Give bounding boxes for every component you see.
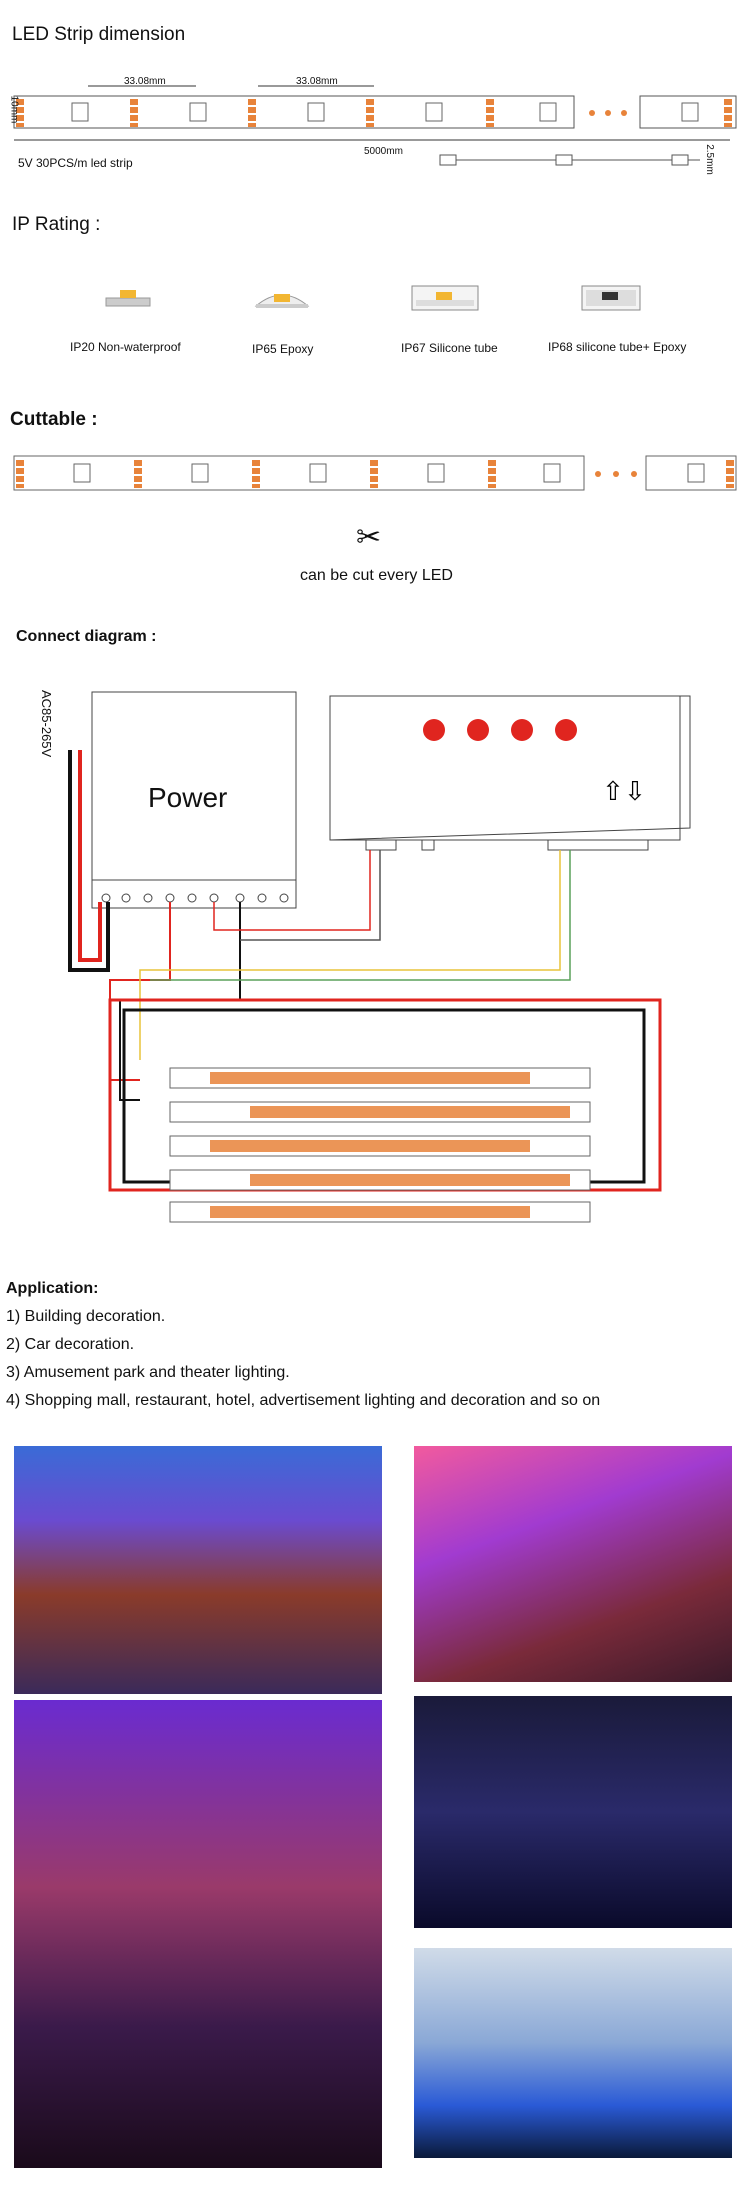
- section-title-application: Application:: [6, 1280, 99, 1297]
- pitch-label-left: 33.08mm: [124, 76, 166, 87]
- section-title-connect: Connect diagram :: [16, 628, 157, 645]
- application-item-1: 1) Building decoration.: [6, 1308, 166, 1325]
- ip68-label: IP68 silicone tube+ Epoxy: [548, 340, 687, 354]
- ip-rating-icons: [105, 285, 641, 311]
- ip20-icon: [105, 290, 151, 307]
- photo-car-interior: [414, 1948, 732, 2158]
- cuttable-strip: [13, 455, 737, 491]
- power-supply-label: Power: [148, 782, 228, 813]
- ip65-icon: [254, 294, 310, 308]
- cut-caption: can be cut every LED: [300, 567, 453, 584]
- photo-ceiling: [414, 1696, 732, 1928]
- application-item-4: 4) Shopping mall, restaurant, hotel, adv…: [6, 1392, 601, 1409]
- thickness-label: 2.5mm: [703, 144, 715, 175]
- ip68-icon: [581, 285, 641, 311]
- section-title-dimension: LED Strip dimension: [12, 24, 186, 45]
- scissors-icon: ✂: [356, 521, 382, 554]
- voltage-label: AC85-265V: [39, 690, 54, 758]
- section-title-cuttable: Cuttable :: [10, 409, 98, 430]
- photo-lounge: [414, 1446, 732, 1682]
- svg-text:⇧: ⇧: [602, 777, 624, 807]
- length-label: 5000mm: [364, 146, 403, 157]
- application-item-3: 3) Amusement park and theater lighting.: [6, 1364, 290, 1381]
- width-label: 10mm: [8, 95, 20, 124]
- photo-nightclub: [14, 1700, 382, 2168]
- ip65-label: IP65 Epoxy: [252, 342, 314, 356]
- ip20-label: IP20 Non-waterproof: [70, 340, 181, 354]
- ip67-label: IP67 Silicone tube: [401, 341, 498, 355]
- application-item-2: 2) Car decoration.: [6, 1336, 135, 1353]
- ip67-icon: [411, 285, 479, 311]
- pitch-label-right: 33.08mm: [296, 76, 338, 87]
- strip-dimension-diagram: [13, 85, 737, 166]
- connect-diagram: ⇧ ⇩: [68, 691, 691, 1223]
- section-title-ip: IP Rating :: [12, 214, 101, 235]
- svg-text:⇩: ⇩: [624, 777, 646, 807]
- strip-description: 5V 30PCS/m led strip: [18, 156, 133, 170]
- photo-ktv-room: [14, 1446, 382, 1694]
